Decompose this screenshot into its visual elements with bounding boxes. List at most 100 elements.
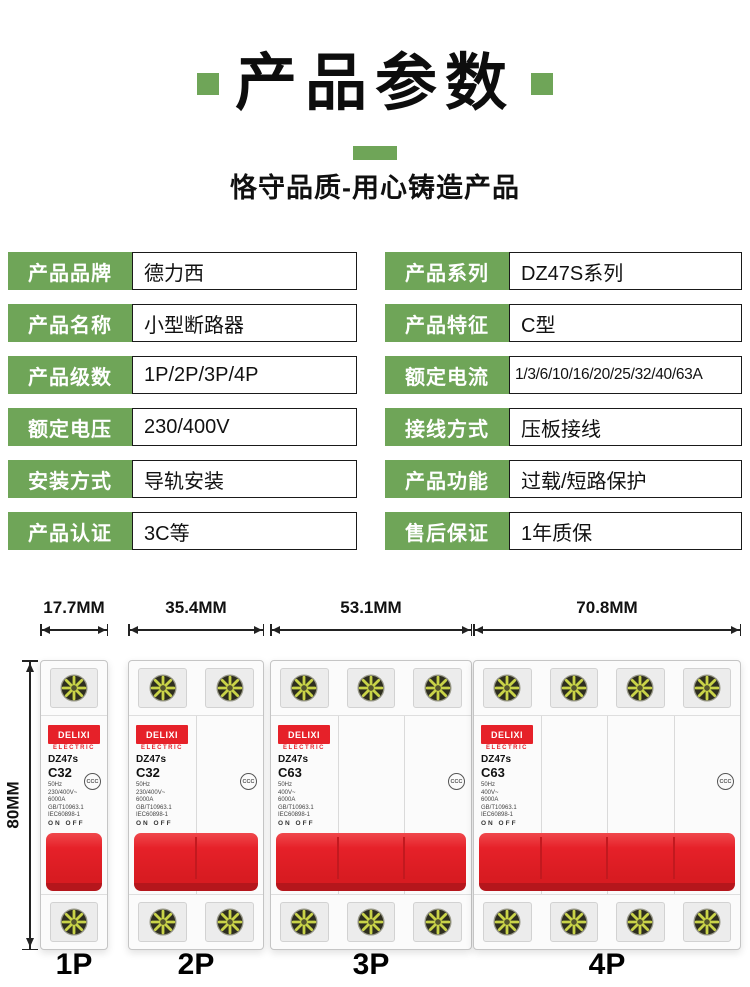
- terminal-top: [346, 668, 396, 708]
- body-seam: [271, 715, 471, 716]
- spec-line: GB/T10963.1: [136, 804, 172, 811]
- breaker-pole: [41, 661, 107, 949]
- width-dimension-line: [473, 624, 741, 636]
- spec-label: 产品认证: [8, 512, 132, 550]
- rating-label: C32: [136, 765, 160, 780]
- screw-terminal-icon: [424, 674, 452, 702]
- body-seam: [41, 715, 107, 716]
- spec-label: 产品名称: [8, 304, 132, 342]
- ccc-certification-icon: CCC: [84, 773, 101, 790]
- body-seam: [271, 894, 471, 895]
- handle-separator: [606, 837, 608, 879]
- spec-value: 1年质保: [509, 512, 742, 550]
- terminal-bottom: [138, 902, 187, 942]
- spec-line: IEC60898-1: [136, 812, 169, 818]
- body-seam: [41, 894, 107, 895]
- screw-terminal-icon: [215, 908, 244, 936]
- pole-separator: [673, 715, 675, 895]
- terminal-bottom: [205, 902, 254, 942]
- spec-value: 压板接线: [509, 408, 742, 446]
- spec-line: IEC60898-1: [48, 812, 81, 818]
- spec-value: 230/400V: [132, 408, 357, 446]
- handle-separator: [672, 837, 675, 879]
- rating-label: C32: [48, 765, 72, 780]
- terminal-bottom: [280, 902, 329, 942]
- spec-label: 产品功能: [385, 460, 509, 498]
- terminal-top: [138, 668, 187, 708]
- screw-terminal-icon: [626, 674, 654, 702]
- spec-value: 小型断路器: [132, 304, 357, 342]
- spec-value: 德力西: [132, 252, 357, 290]
- screw-terminal-icon: [60, 674, 88, 702]
- terminal-top: [616, 668, 665, 708]
- model-label: DZ47s: [136, 754, 167, 765]
- spec-value: 1/3/6/10/16/20/25/32/40/63A: [509, 356, 742, 394]
- breaker-pole: [541, 661, 608, 949]
- spec-label: 接线方式: [385, 408, 509, 446]
- terminal-bottom: [346, 902, 396, 942]
- breaker-pole: [271, 661, 338, 949]
- terminal-bottom: [616, 902, 665, 942]
- spec-label: 产品特征: [385, 304, 509, 342]
- spec-label: 产品级数: [8, 356, 132, 394]
- terminal-top: [413, 668, 462, 708]
- breaker-pole: [196, 661, 263, 949]
- brand-sub-label: ELECTRIC: [53, 745, 95, 751]
- screw-terminal-icon: [148, 908, 177, 936]
- pole-count-label: 2P: [177, 948, 215, 981]
- pole-separator: [404, 715, 406, 895]
- brand-logo: DELIXI: [481, 725, 533, 744]
- screw-terminal-icon: [693, 674, 721, 702]
- arrow-right-icon: [731, 626, 739, 634]
- on-off-label: ON OFF: [278, 820, 315, 827]
- screw-terminal-icon: [215, 674, 244, 702]
- spec-label: 安装方式: [8, 460, 132, 498]
- ccc-certification-icon: CCC: [717, 773, 734, 790]
- handle-separator: [403, 837, 406, 879]
- spec-value: 过载/短路保护: [509, 460, 742, 498]
- spec-value: C型: [509, 304, 742, 342]
- pole-separator: [540, 715, 542, 895]
- terminal-top: [50, 668, 98, 708]
- arrow-right-icon: [98, 626, 106, 634]
- spec-line: GB/T10963.1: [481, 804, 517, 811]
- handle-separator: [195, 837, 197, 879]
- pole-separator: [607, 715, 608, 895]
- model-label: DZ47s: [481, 754, 512, 765]
- on-off-label: ON OFF: [48, 820, 85, 827]
- spec-line: 230/400V~: [136, 789, 166, 796]
- toggle-handle: [134, 833, 258, 891]
- spec-label: 额定电流: [385, 356, 509, 394]
- spec-value: 3C等: [132, 512, 357, 550]
- terminal-top: [483, 668, 532, 708]
- handle-separator: [539, 837, 542, 879]
- screw-terminal-icon: [290, 674, 318, 702]
- screw-terminal-icon: [290, 908, 318, 936]
- spec-label: 额定电压: [8, 408, 132, 446]
- brand-logo: DELIXI: [278, 725, 330, 744]
- brand-sub-label: ELECTRIC: [283, 745, 325, 751]
- pole-separator: [196, 715, 197, 895]
- breaker-pole: [607, 661, 674, 949]
- header: 产品参数: [0, 44, 750, 125]
- spec-row: 产品功能过载/短路保护: [385, 460, 742, 498]
- spec-label: 售后保证: [385, 512, 509, 550]
